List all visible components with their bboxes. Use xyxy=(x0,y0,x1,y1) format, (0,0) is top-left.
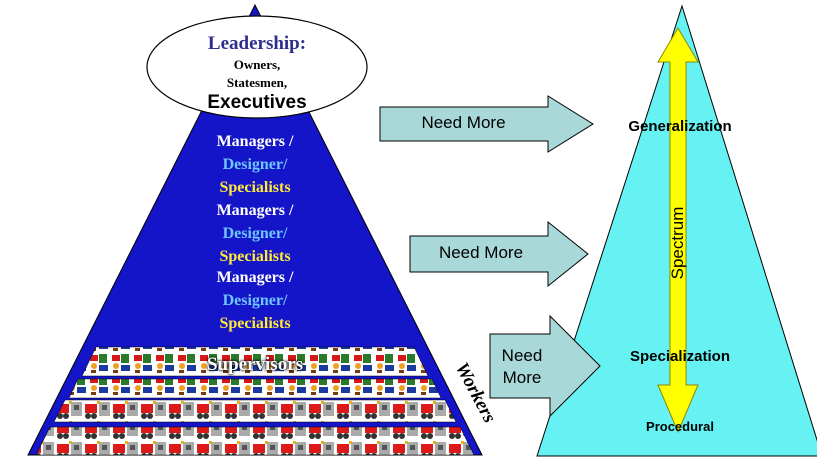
need-more-text-top: Need More xyxy=(421,113,506,132)
need-more-arrow-top xyxy=(379,95,594,153)
generalization-label: Generalization xyxy=(628,118,732,135)
need-more-arrow-bottom xyxy=(489,314,601,418)
role-specialists-3: Specialists xyxy=(219,315,291,332)
procedural-label: Procedural xyxy=(646,419,714,434)
role-designer-2: Designer/ xyxy=(222,225,288,242)
leadership-ellipse xyxy=(146,15,368,119)
specialization-label: Specialization xyxy=(629,348,731,365)
need-more-arrow-middle xyxy=(409,220,589,288)
role-managers-3: Managers / xyxy=(216,269,294,286)
need-more-text-middle: Need More xyxy=(438,243,524,262)
leadership-executives: Executives xyxy=(207,92,307,113)
need-more-text-bottom-2: More xyxy=(502,368,542,387)
organization-pyramid xyxy=(27,3,483,456)
role-managers-1: Managers / xyxy=(216,133,294,150)
workers-band-2 xyxy=(53,399,457,423)
need-more-text-bottom-1: Need xyxy=(501,346,543,365)
role-managers-2: Managers / xyxy=(216,202,294,219)
spectrum-arrow xyxy=(657,27,699,434)
leadership-owners: Owners, xyxy=(233,57,281,72)
leadership-title: Leadership: xyxy=(207,33,307,54)
workers-band-1 xyxy=(68,378,442,399)
role-specialists-2: Specialists xyxy=(219,248,291,265)
leadership-statesmen: Statesmen, xyxy=(226,75,288,90)
workers-band-3 xyxy=(35,426,475,456)
role-designer-3: Designer/ xyxy=(222,292,288,309)
role-designer-1: Designer/ xyxy=(222,156,288,173)
role-specialists-1: Specialists xyxy=(219,179,291,196)
spectrum-label: Spectrum xyxy=(668,206,687,280)
supervisors-band xyxy=(81,346,429,377)
supervisors-label: Supervisors xyxy=(206,354,304,375)
